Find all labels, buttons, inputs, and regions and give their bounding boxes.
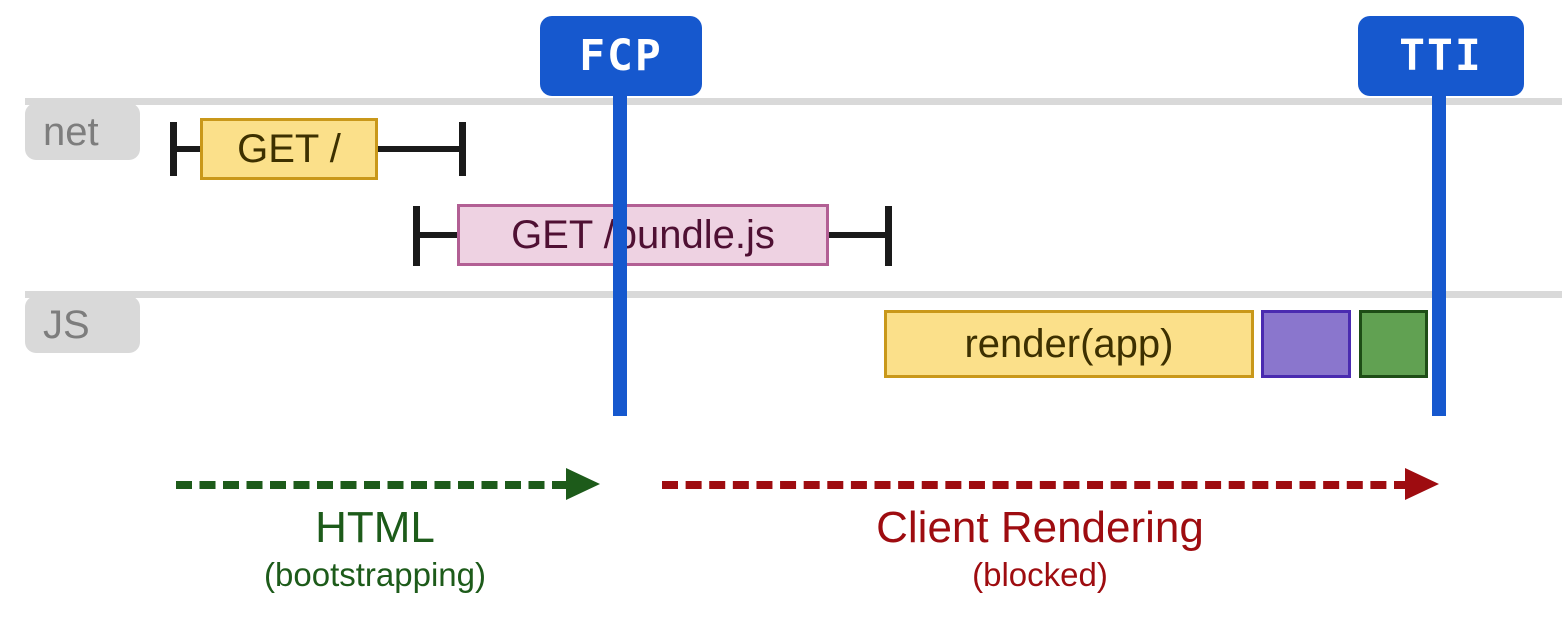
lane-divider-net — [25, 98, 1562, 105]
get-bundle-whisker-end-cap — [885, 206, 892, 266]
lane-label-net-text: net — [43, 109, 99, 154]
html-phase-subtitle: (bootstrapping) — [264, 556, 486, 594]
tti-marker-line — [1432, 60, 1446, 416]
fcp-marker-line — [613, 60, 627, 416]
html-phase-title: HTML — [315, 503, 435, 552]
client-rendering-phase-annotation: Client Rendering (blocked) — [700, 503, 1380, 594]
js-task-purple[interactable] — [1261, 310, 1351, 378]
html-phase-arrow-line — [176, 481, 568, 489]
lane-label-js-text: JS — [43, 302, 90, 347]
lane-label-net: net — [25, 103, 140, 160]
net-request-get-bundle-label: GET /bundle.js — [511, 213, 775, 257]
get-root-whisker-end-line — [374, 146, 466, 152]
js-task-green[interactable] — [1359, 310, 1428, 378]
client-rendering-phase-arrow-head-icon — [1405, 468, 1439, 500]
html-phase-annotation: HTML (bootstrapping) — [160, 503, 590, 594]
net-request-get-bundle[interactable]: GET /bundle.js — [457, 204, 829, 266]
js-task-render-app[interactable]: render(app) — [884, 310, 1254, 378]
net-request-get-root-label: GET / — [237, 127, 341, 171]
client-rendering-phase-subtitle: (blocked) — [972, 556, 1108, 594]
fcp-badge-label: FCP — [579, 31, 663, 81]
get-root-whisker-end-cap — [459, 122, 466, 176]
get-bundle-whisker-start-line — [413, 232, 461, 238]
client-rendering-phase-title: Client Rendering — [876, 503, 1204, 552]
html-phase-arrow-head-icon — [566, 468, 600, 500]
tti-badge-label: TTI — [1399, 31, 1483, 81]
client-rendering-phase-arrow-line — [662, 481, 1410, 489]
lane-divider-js — [25, 291, 1562, 298]
net-request-get-root[interactable]: GET / — [200, 118, 378, 180]
tti-badge[interactable]: TTI — [1358, 16, 1524, 96]
js-task-render-app-label: render(app) — [964, 322, 1174, 366]
get-root-whisker-start-line — [170, 146, 204, 152]
fcp-badge[interactable]: FCP — [540, 16, 702, 96]
lane-label-js: JS — [25, 296, 140, 353]
get-bundle-whisker-end-line — [825, 232, 891, 238]
